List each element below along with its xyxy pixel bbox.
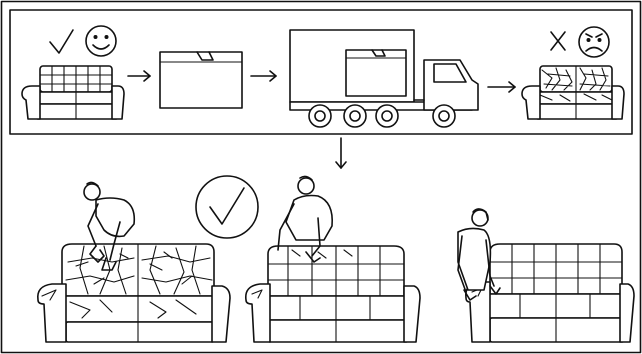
sofa-wrinkled xyxy=(521,65,625,120)
person-smoothing-wrinkled-sofa xyxy=(36,181,231,343)
x-mark-icon xyxy=(550,31,566,51)
happy-face-icon xyxy=(85,25,117,57)
arrow-right-icon xyxy=(127,70,151,82)
sad-face-icon xyxy=(578,26,610,58)
shipping-box xyxy=(159,51,243,109)
person-smoothing-sofa-cushions xyxy=(244,175,421,343)
delivery-truck xyxy=(289,29,479,128)
arrow-right-icon xyxy=(487,81,516,93)
check-circle-icon xyxy=(195,175,259,239)
sofa-new xyxy=(21,65,125,120)
check-mark-icon xyxy=(49,29,74,54)
arrow-right-icon xyxy=(250,70,277,82)
top-panel-frame xyxy=(9,9,633,135)
arrow-down-icon xyxy=(335,137,347,169)
person-beside-smooth-sofa xyxy=(457,208,635,343)
